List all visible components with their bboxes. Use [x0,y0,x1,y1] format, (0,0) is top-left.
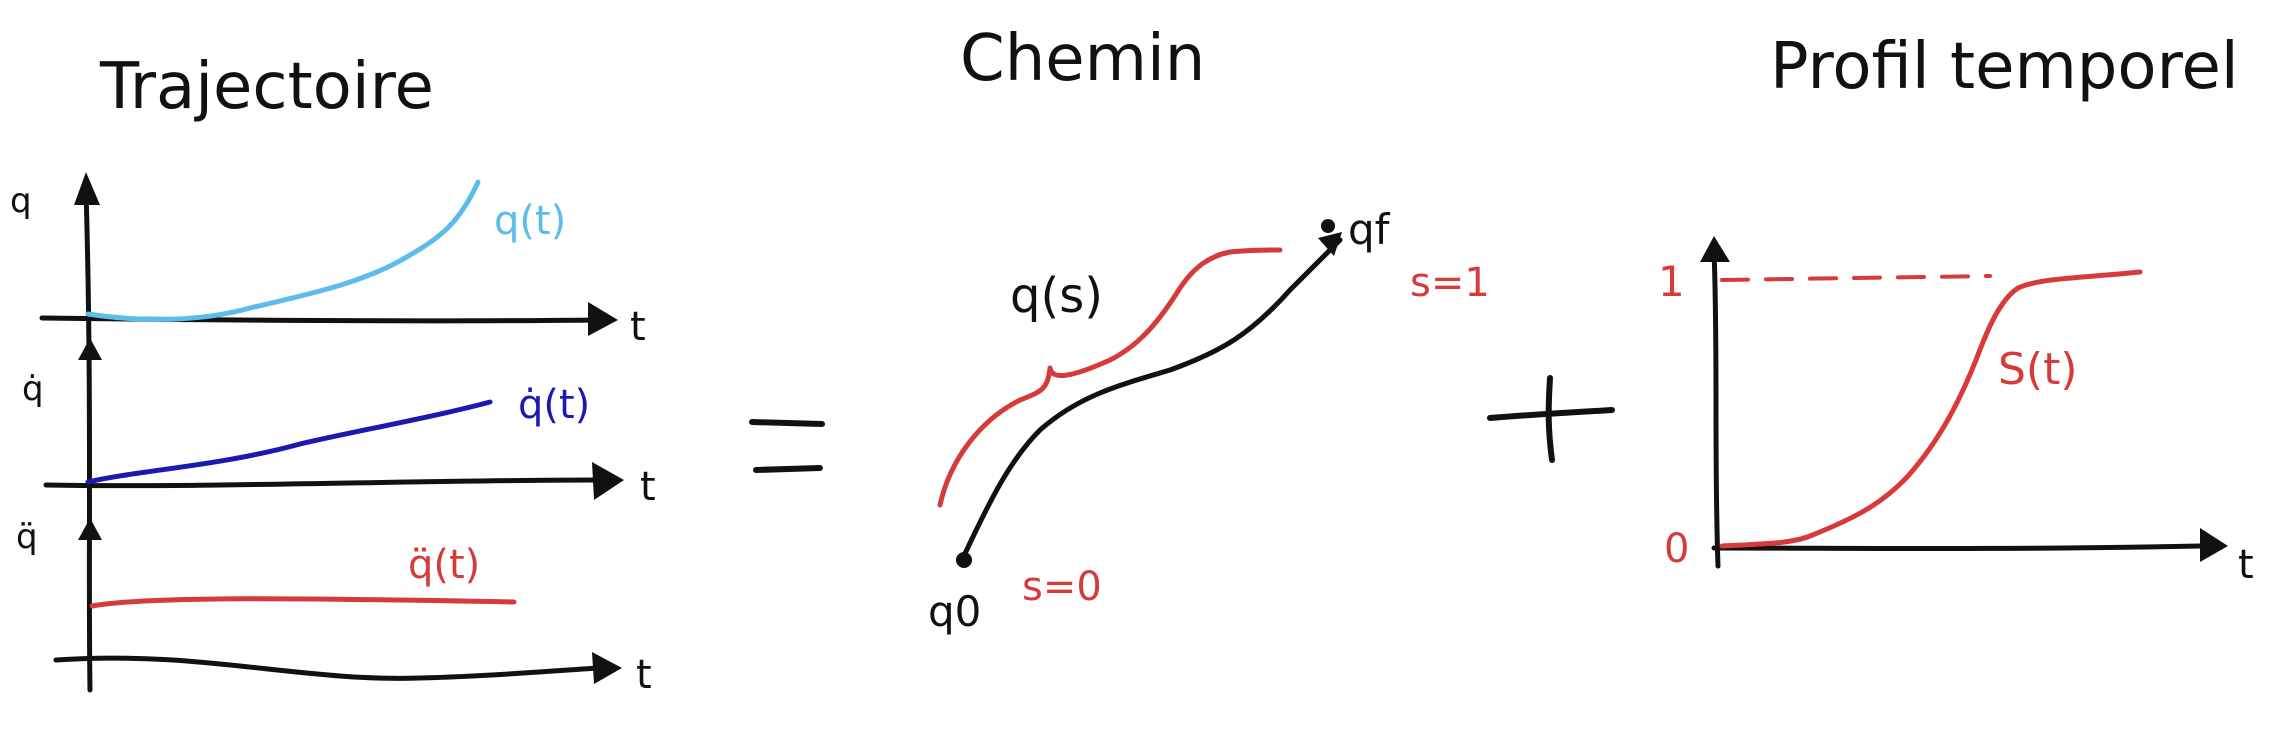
qdot-curve [85,399,493,485]
path-panel: q(s) q0 qf s=0 s=1 [928,205,1490,636]
profile-curve [1719,269,2143,549]
q-axis-label: q [10,181,32,221]
qddot-time-label: t [636,652,652,698]
end-point-dot [1321,219,1335,233]
qdot-time-label: t [640,464,656,510]
end-point-label: qf [1348,205,1391,254]
qddot-time-arrowhead [592,652,622,684]
equals-text: = [0,0,1,1]
q-curve [85,179,481,322]
start-point-text: q0 [928,587,981,636]
q-time-arrowhead [588,302,618,336]
title-trajectory: Trajectoire [99,50,434,124]
trajectory-vertical-axis [83,187,93,693]
qdot-time-arrowhead [592,462,624,500]
qddot-time-axis [53,655,603,681]
profile-y-tick-bottom: 0 [1664,526,1689,572]
start-point-dot [956,552,972,568]
path-brace-curve [937,247,1283,508]
qdot-axis-label: q̇ [22,369,44,409]
end-param-label: s=1 [1410,260,1490,306]
profile-time-axis [1711,543,2203,551]
profile-vertical-axis [1711,247,1721,569]
qddot-axis-arrowhead [78,518,102,540]
time-profile-panel: t 1 0 S(t) [1658,236,2254,588]
qddot-curve-label: q̈(t) [408,542,480,588]
profile-y-tick-top: 1 [1658,257,1685,306]
path-curve-label: q(s) [1010,268,1103,324]
profile-time-arrowhead [2200,528,2228,562]
title-time-profile: Profil temporel [1770,30,2239,104]
qddot-axis-label: q̈ [16,517,38,557]
qdot-time-axis [43,477,603,489]
qddot-curve [89,596,517,609]
trajectory-panel: q q̇ q̈ t t t q(t) q̇(t) q̈(t) [10,172,656,698]
profile-time-label: t [2238,542,2254,588]
equals-sign: = [0,0,825,473]
qdot-axis-arrowhead [78,338,102,360]
q-time-label: t [630,304,646,350]
plus-text: + [0,0,1,1]
profile-vertical-arrowhead [1700,236,1730,262]
title-path: Chemin [960,22,1205,96]
path-curve [959,237,1343,563]
start-point-label: q0 [928,587,981,636]
q-curve-label: q(t) [494,198,566,244]
start-param-label: s=0 [1022,564,1102,610]
profile-upper-bound-dashed [1720,274,1992,282]
qdot-curve-label: q̇(t) [518,382,590,428]
end-point-text: qf [1348,205,1391,254]
path-end-arrowhead [1318,232,1342,256]
profile-curve-label: S(t) [1998,344,2078,395]
q-axis-arrowhead [74,172,100,205]
plus-sign: + [0,0,1615,463]
